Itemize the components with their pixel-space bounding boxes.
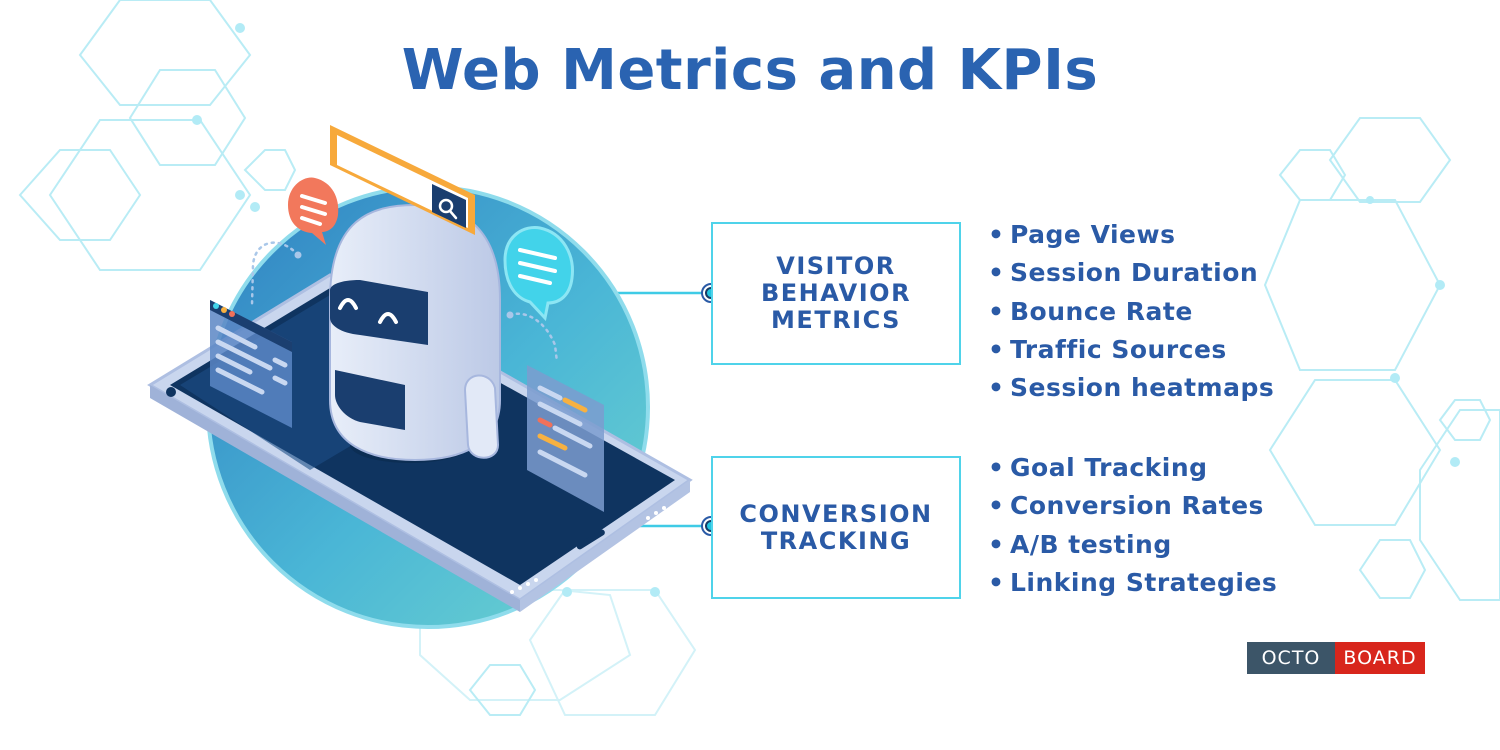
visitor-behavior-metrics-box: VISITOR BEHAVIOR METRICS — [711, 222, 961, 365]
list-item: Session heatmaps — [988, 369, 1274, 407]
list-item: Bounce Rate — [988, 293, 1274, 331]
list-item: Conversion Rates — [988, 487, 1277, 525]
logo-part-octo: OCTO — [1247, 642, 1335, 674]
section-label: CONVERSION TRACKING — [739, 499, 933, 555]
list-item: Linking Strategies — [988, 564, 1277, 602]
code-window-icon — [527, 365, 604, 512]
chat-bubble-icon — [288, 177, 339, 245]
list-item: Traffic Sources — [988, 331, 1274, 369]
section-label: VISITOR BEHAVIOR METRICS — [760, 252, 912, 334]
conversion-tracking-list: Goal Tracking Conversion Rates A/B testi… — [988, 449, 1277, 602]
list-item: A/B testing — [988, 526, 1277, 564]
robot — [329, 203, 501, 463]
list-item: Goal Tracking — [988, 449, 1277, 487]
code-window-icon — [210, 300, 292, 428]
visitor-behavior-list: Page Views Session Duration Bounce Rate … — [988, 216, 1274, 407]
chat-bubble-icon — [503, 225, 574, 322]
search-bar-icon — [330, 125, 475, 235]
page-title: Web Metrics and KPIs — [401, 38, 1099, 103]
octoboard-logo: OCTO BOARD — [1247, 642, 1425, 674]
conversion-tracking-box: CONVERSION TRACKING — [711, 456, 961, 599]
list-item: Session Duration — [988, 254, 1274, 292]
list-item: Page Views — [988, 216, 1274, 254]
logo-part-board: BOARD — [1335, 642, 1425, 674]
